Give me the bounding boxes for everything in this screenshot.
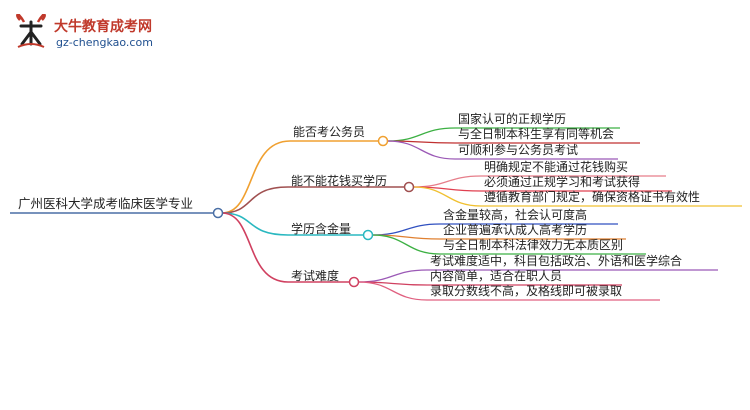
leaf-link-1-1 [387,127,456,142]
branch-node-dot-3[interactable] [362,229,374,241]
logo-url: gz-chengkao.com [56,36,153,49]
leaf-link-2-3 [413,186,482,207]
branch-label-1: 能否考公务员 [293,124,365,139]
leaf-link-4-1 [358,269,428,283]
branch-node-dot-4[interactable] [348,276,360,288]
leaf-2-2: 必须通过正规学习和考试获得 [484,174,640,189]
leaf-link-4-3 [358,281,428,301]
leaf-link-1-3 [387,140,456,160]
branch-link-1 [221,140,291,214]
branch-link-3 [221,212,289,236]
leaf-4-1: 考试难度适中，科目包括政治、外语和医学综合 [430,253,682,268]
site-logo: 大牛教育成考网 gz-chengkao.com [14,14,164,54]
branch-node-dot-1[interactable] [377,135,389,147]
branch-label-3: 学历含金量 [291,221,351,236]
branch-link-2 [221,186,289,214]
leaf-link-3-1 [372,223,441,236]
leaf-1-2: 与全日制本科生享有同等机会 [458,126,614,141]
leaf-1-1: 国家认可的正规学历 [458,111,566,126]
leaf-4-2: 内容简单，适合在职人员 [430,268,562,283]
mind-map-links [221,127,742,301]
leaf-4-3: 录取分数线不高，及格线即可被录取 [430,283,622,298]
leaf-3-1: 含金量较高，社会认可度高 [443,207,587,222]
root-node-dot[interactable] [212,207,224,219]
branch-node-dot-2[interactable] [403,181,415,193]
leaf-2-3: 遵循教育部门规定，确保资格证书有效性 [484,189,700,204]
leaf-2-1: 明确规定不能通过花钱购买 [484,159,628,174]
leaf-link-2-1 [413,175,482,188]
branch-label-2: 能不能花钱买学历 [291,173,387,188]
leaf-3-3: 与全日制本科法律效力无本质区别 [443,237,623,252]
leaf-1-3: 可顺利参与公务员考试 [458,142,578,157]
branch-link-4 [221,212,289,283]
root-label: 广州医科大学成考临床医学专业 [18,196,193,211]
leaf-link-3-3 [372,234,441,255]
leaf-3-2: 企业普遍承认成人高考学历 [443,222,587,237]
branch-label-4: 考试难度 [291,268,339,283]
logo-title: 大牛教育成考网 [54,19,152,35]
bull-logo-icon [16,14,46,48]
